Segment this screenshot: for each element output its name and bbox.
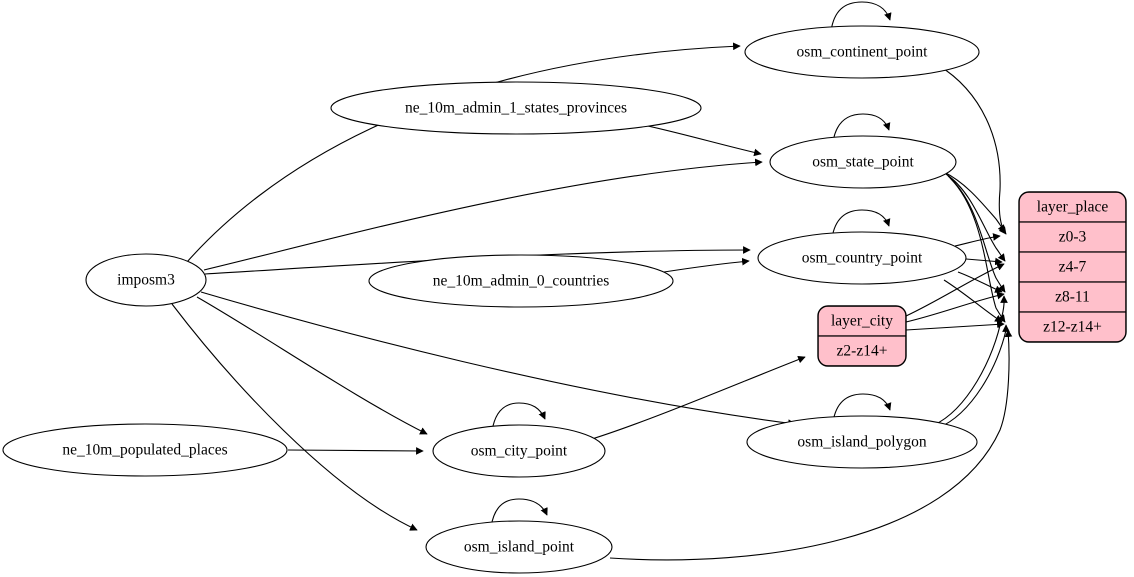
edge-imposm3-to-osm-continent-point: [186, 42, 741, 263]
edge-osm-state-point-to-layer-place-z0-3: [943, 171, 1006, 233]
node-osm-country-point-shape[interactable]: [757, 231, 967, 285]
record-layer-place-z8-11-label: z8-11: [1055, 289, 1090, 306]
edge-self-osm-island-polygon: [832, 393, 892, 423]
node-osm-country-point[interactable]: osm_country_point: [757, 231, 967, 285]
edge-osm-island-point-to-layer-place-z12-z14: [609, 329, 1013, 561]
node-osm-city-point-shape[interactable]: [432, 424, 606, 478]
record-layer-place-row-4[interactable]: [1019, 311, 1126, 342]
edge-self-osm-continent-point: [830, 1, 892, 32]
edge-imposm3-to-osm-island-point: [171, 303, 418, 531]
edge-imposm3-to-osm-island-polygon: [200, 291, 796, 427]
record-layer-city-header-label: layer_city: [831, 313, 893, 330]
record-layer-place-outline: [1018, 191, 1127, 343]
node-ne-populated-shape[interactable]: [2, 423, 288, 477]
node-osm-island-polygon-shape[interactable]: [746, 415, 978, 469]
node-osm-state-point-label: osm_state_point: [812, 154, 914, 171]
edge-ne-admin1-to-osm-state-point: [647, 125, 762, 157]
node-osm-island-point-shape[interactable]: [425, 520, 613, 574]
record-layer: layer_place z0-3 z4-7 z8-11 z12-z14+ lay…: [817, 191, 1127, 367]
node-osm-state-point-shape[interactable]: [769, 135, 957, 189]
node-osm-continent-point[interactable]: osm_continent_point: [744, 25, 980, 79]
node-imposm3-shape[interactable]: [85, 253, 207, 307]
edge-osm-country-point-to-layer-place-z0-3: [954, 233, 1001, 247]
record-layer-place-z12-z14-label: z12-z14+: [1043, 319, 1102, 336]
record-layer-city-row-1[interactable]: [818, 335, 906, 366]
node-osm-country-point-label: osm_country_point: [802, 250, 923, 267]
record-layer-city-outline: [817, 305, 907, 367]
edge-osm-country-point-to-layer-place-z12-z14: [943, 279, 1003, 323]
node-imposm3-label: imposm3: [117, 272, 175, 289]
node-osm-state-point[interactable]: osm_state_point: [769, 135, 957, 189]
node-ne-10m-admin-1-states-provinces[interactable]: ne_10m_admin_1_states_provinces: [330, 81, 702, 135]
node-osm-continent-point-shape[interactable]: [744, 25, 980, 79]
edge-self-osm-island-point: [490, 498, 548, 528]
edge-osm-city-point-to-layer-city-z2-z14: [591, 355, 806, 440]
edge-layer-city-to-layer-place-z12-z14: [905, 320, 1005, 331]
record-layer-city[interactable]: layer_city z2-z14+: [817, 305, 907, 367]
edge-imposm3-to-osm-city-point: [196, 296, 428, 435]
record-layer-place-row-1[interactable]: [1019, 221, 1126, 253]
record-layer-city-z2-z14-label: z2-z14+: [837, 343, 888, 360]
edge-ne-admin0-to-osm-country-point: [663, 257, 750, 273]
record-layer-place-row-2[interactable]: [1019, 251, 1126, 283]
node-ne-admin1-shape[interactable]: [330, 81, 702, 135]
edge-self-osm-city-point: [491, 402, 546, 432]
edge-imposm3-to-osm-state-point: [203, 158, 763, 271]
edge-self-osm-state-point: [832, 113, 891, 143]
record-layer-place[interactable]: layer_place z0-3 z4-7 z8-11 z12-z14+: [1018, 191, 1127, 343]
node-osm-island-point[interactable]: osm_island_point: [425, 520, 613, 574]
node-osm-city-point[interactable]: osm_city_point: [432, 424, 606, 478]
edge-osm-country-point-to-layer-place-z8-11: [957, 271, 1003, 293]
edge-self-osm-country-point: [831, 209, 891, 239]
edge-osm-state-point-to-layer-place-z4-7: [945, 173, 1006, 262]
node-osm-continent-point-label: osm_continent_point: [797, 44, 929, 61]
node-layer: imposm3 ne_10m_admin_1_states_provinces …: [2, 25, 980, 574]
node-ne-10m-populated-places[interactable]: ne_10m_populated_places: [2, 423, 288, 477]
record-layer-place-row-3[interactable]: [1019, 281, 1126, 313]
node-ne-10m-admin-0-countries[interactable]: ne_10m_admin_0_countries: [368, 254, 674, 308]
edge-osm-state-point-to-layer-place-z8-11: [947, 175, 1006, 293]
record-layer-place-z4-7-label: z4-7: [1059, 259, 1087, 276]
edge-layer-city-to-layer-place-z4-7: [905, 263, 1005, 317]
node-ne-populated-label: ne_10m_populated_places: [62, 442, 227, 459]
node-ne-admin0-label: ne_10m_admin_0_countries: [433, 273, 610, 290]
edge-osm-island-polygon-to-layer-place-z8-11: [933, 295, 1008, 426]
node-osm-city-point-label: osm_city_point: [471, 443, 568, 460]
edge-osm-island-polygon-to-layer-place-z12-z14: [937, 324, 1010, 429]
edge-layer: [171, 1, 1013, 561]
node-osm-island-polygon[interactable]: osm_island_polygon: [746, 415, 978, 469]
record-layer-place-z0-3-label: z0-3: [1059, 229, 1087, 246]
node-imposm3[interactable]: imposm3: [85, 253, 207, 307]
record-layer-place-header-label: layer_place: [1037, 199, 1109, 216]
edge-layer-city-to-layer-place-z8-11: [905, 291, 1005, 323]
edge-ne-populated-to-osm-city-point: [287, 447, 424, 455]
node-ne-admin1-label: ne_10m_admin_1_states_provinces: [405, 100, 627, 117]
node-ne-admin0-shape[interactable]: [368, 254, 674, 308]
node-osm-island-polygon-label: osm_island_polygon: [797, 434, 926, 451]
edge-osm-continent-point-to-layer-place-z0-3: [937, 64, 1007, 235]
edge-osm-country-point-to-layer-place-z4-7: [965, 257, 1003, 266]
node-osm-island-point-label: osm_island_point: [464, 539, 575, 556]
